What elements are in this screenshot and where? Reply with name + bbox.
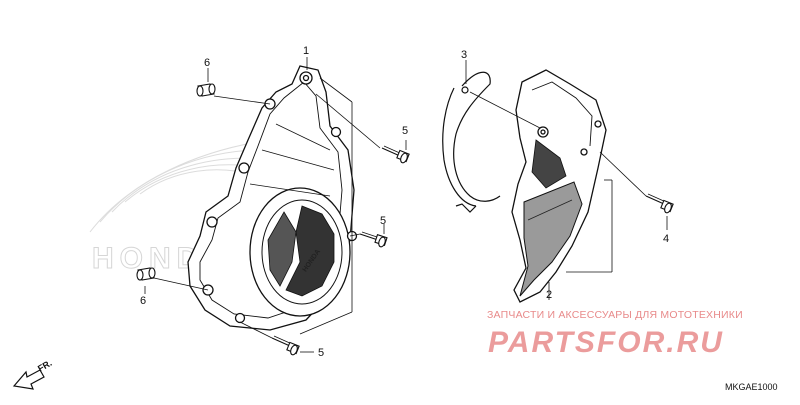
- sprocket-cover: [511, 69, 607, 303]
- sprocket-guard-bracket: [442, 71, 501, 213]
- bolt-5-upper: [381, 145, 410, 164]
- dowel-pin-upper: [196, 83, 216, 97]
- dowel-pin-lower: [136, 267, 156, 281]
- front-arrow-label: FR.: [36, 358, 54, 374]
- generator-cover: [187, 65, 358, 331]
- bolt-4: [645, 193, 674, 214]
- callout-6-lower: 6: [140, 295, 146, 307]
- bolt-5-middle: [359, 231, 388, 248]
- callout-3: 3: [461, 49, 467, 61]
- callout-2: 2: [546, 289, 552, 301]
- callout-5-lower: 5: [318, 347, 324, 359]
- watermark-logo: PARTSFOR.RU: [488, 326, 724, 359]
- callout-1: 1: [303, 45, 309, 57]
- watermark-tagline: ЗАПЧАСТИ И АКСЕССУАРЫ ДЛЯ МОТОТЕХНИКИ: [487, 309, 743, 321]
- callout-5-upper: 5: [402, 125, 408, 137]
- callout-6-upper: 6: [204, 57, 210, 69]
- callout-5-middle: 5: [380, 215, 386, 227]
- callout-4: 4: [663, 233, 669, 245]
- diagram-code: MKGAE1000: [725, 382, 778, 392]
- front-direction-arrow-icon: [12, 369, 45, 390]
- leader-lines: [144, 57, 668, 353]
- bolt-5-lower: [271, 335, 300, 356]
